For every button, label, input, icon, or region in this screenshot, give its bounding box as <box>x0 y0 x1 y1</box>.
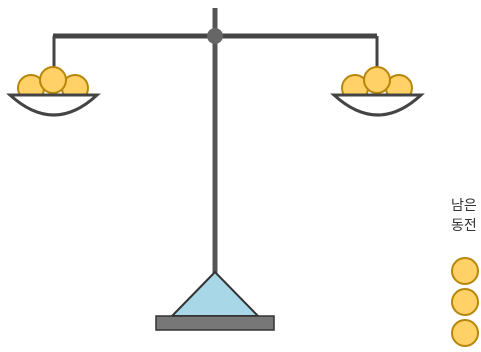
pivot-joint <box>207 28 223 44</box>
left-pan[interactable] <box>6 66 101 117</box>
right-pan-coin[interactable] <box>363 66 391 94</box>
remaining-coins-label: 남은 동전 <box>451 198 477 234</box>
remaining-coin[interactable] <box>451 257 479 285</box>
base-triangle <box>169 270 261 317</box>
left-pan-coin[interactable] <box>39 66 67 94</box>
remaining-coin[interactable] <box>451 319 479 347</box>
right-pan[interactable] <box>330 66 425 117</box>
base-plate <box>155 315 275 331</box>
left-pan-dish <box>6 93 101 117</box>
right-pan-dish <box>330 93 425 117</box>
remaining-coin[interactable] <box>451 288 479 316</box>
remaining-coin-stack <box>451 257 479 347</box>
